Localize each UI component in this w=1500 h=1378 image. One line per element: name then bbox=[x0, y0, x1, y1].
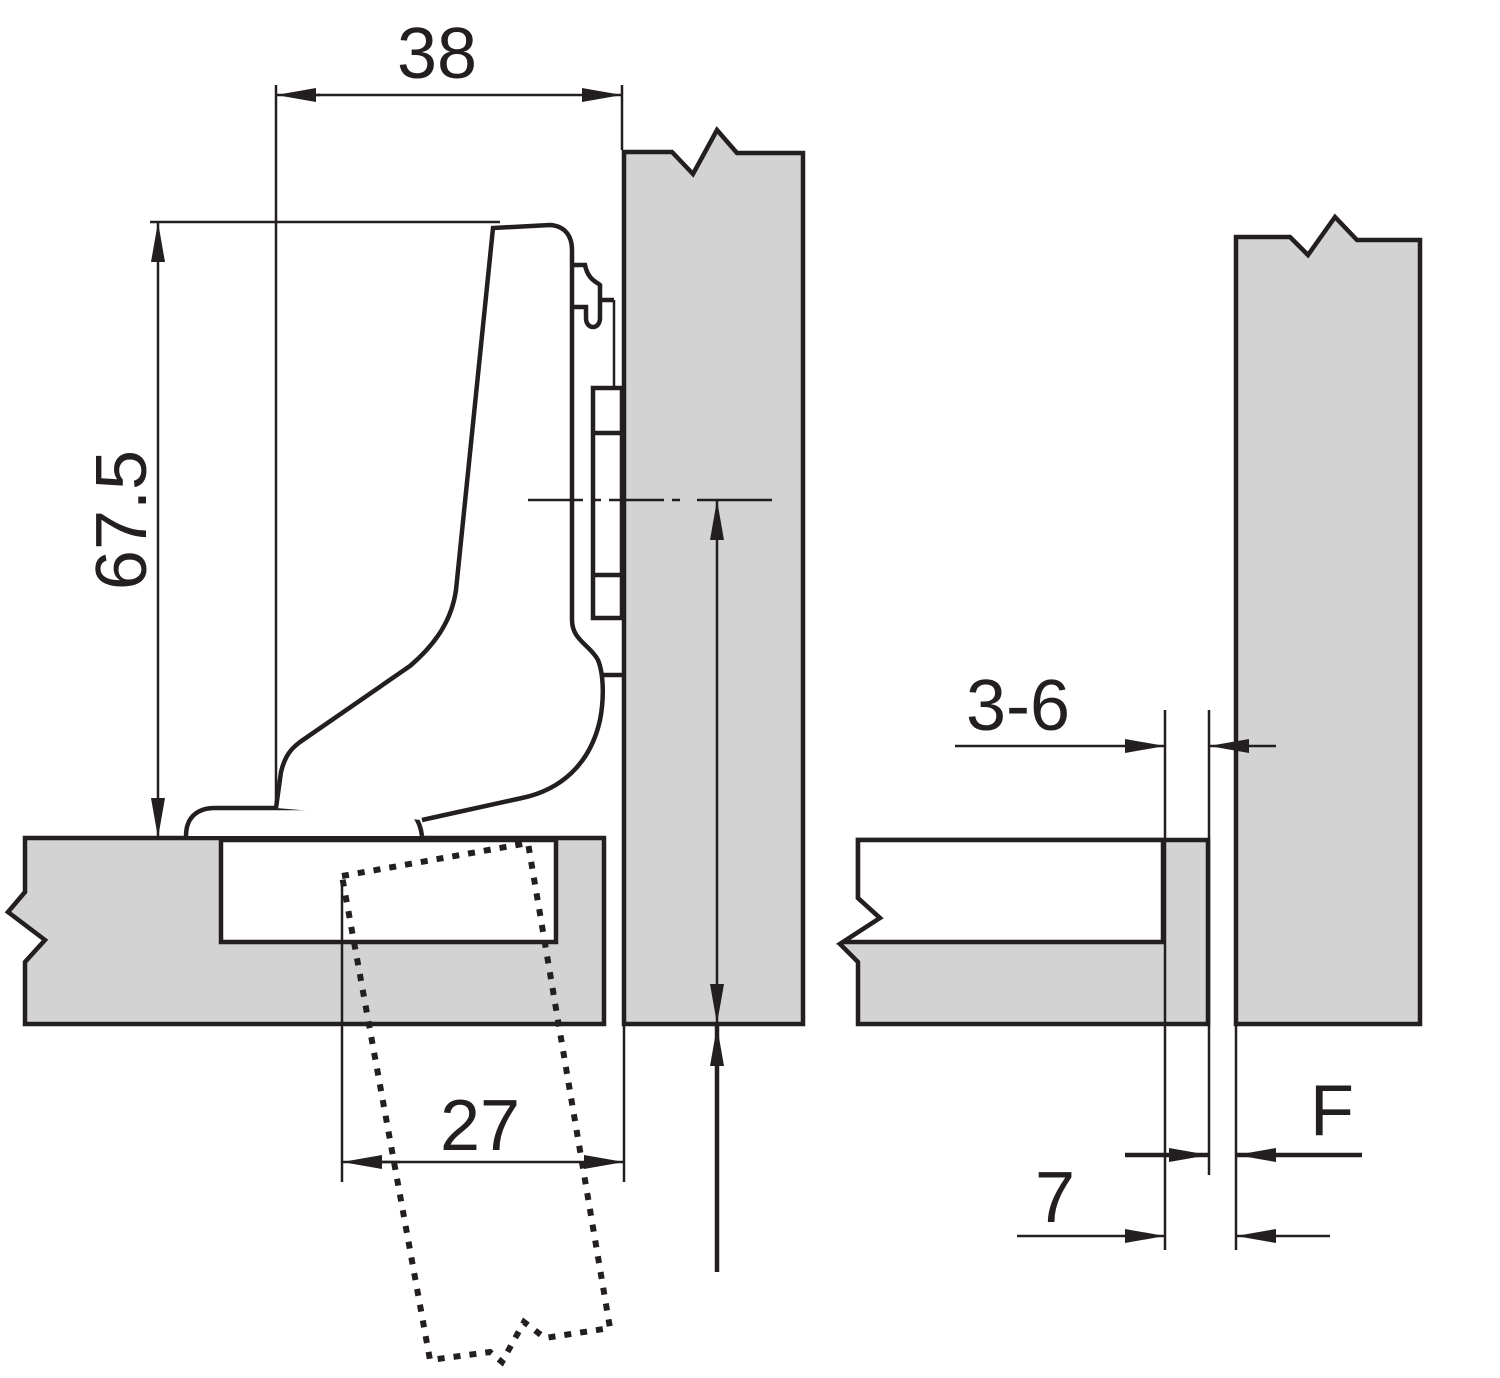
door-panel-left bbox=[621, 126, 806, 1027]
dimension-38-label: 38 bbox=[397, 14, 477, 94]
door-open-position-outline bbox=[338, 839, 614, 1367]
dimension-27-label: 27 bbox=[440, 1086, 520, 1166]
hinge-clip-detail bbox=[573, 262, 614, 330]
hinge-cup-recess bbox=[218, 837, 559, 945]
overlay-f-label: F bbox=[1310, 1071, 1354, 1151]
hinge-arm bbox=[273, 222, 605, 823]
cup-recess-right bbox=[835, 837, 1166, 945]
dimension-7-label: 7 bbox=[1035, 1158, 1075, 1238]
door-panel-right bbox=[1233, 213, 1423, 1027]
dimension-67-5-label: 67.5 bbox=[82, 450, 162, 590]
mounting-plate bbox=[590, 385, 625, 621]
dimension-3-6-label: 3-6 bbox=[966, 666, 1070, 746]
